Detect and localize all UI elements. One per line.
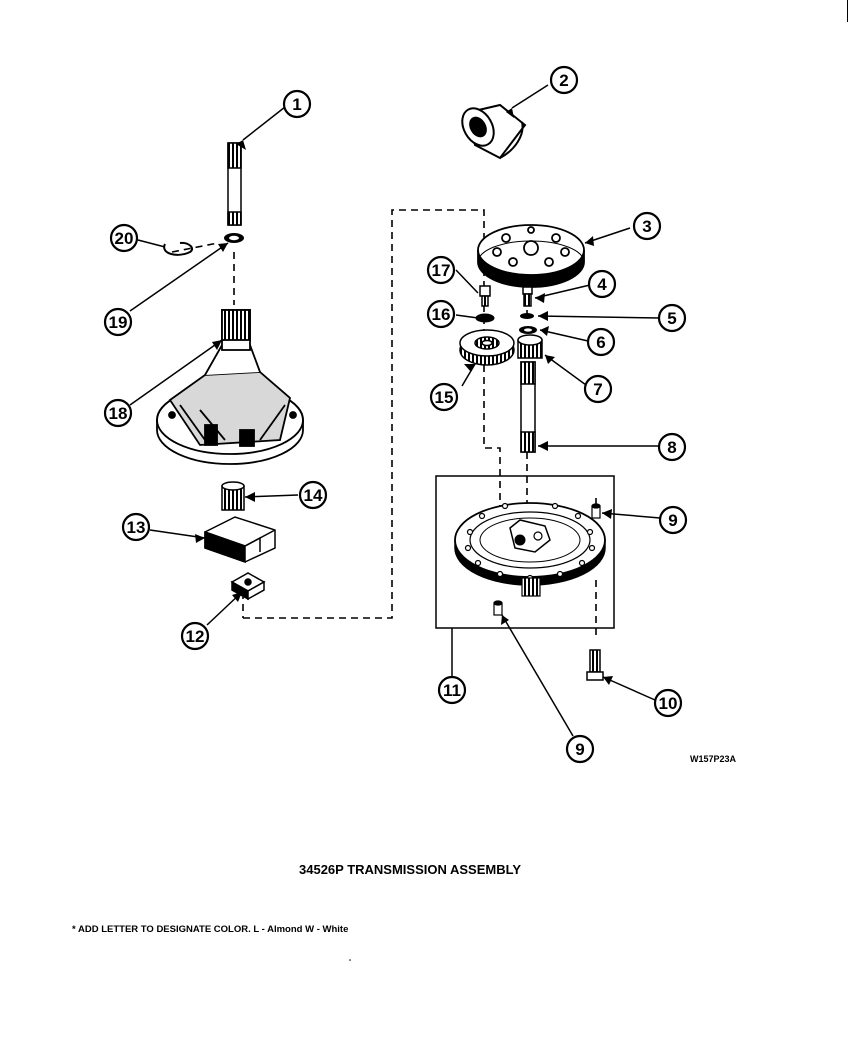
leader-arrowheads (195, 108, 613, 685)
callout-16: 16 (426, 299, 456, 329)
part-11-housing-cover (435, 475, 615, 629)
svg-text:17: 17 (432, 261, 451, 280)
callout-6: 6 (586, 327, 616, 357)
leader-lines (129, 84, 661, 737)
part-13-rack (204, 516, 276, 564)
part-3-pulley (477, 224, 585, 288)
diagram-code: W157P23A (690, 754, 737, 764)
svg-text:5: 5 (667, 309, 676, 328)
page-title: 34526P TRANSMISSION ASSEMBLY (299, 862, 522, 877)
svg-text:18: 18 (109, 404, 128, 423)
part-9-pin-lower (493, 600, 503, 616)
part-4-screw (522, 286, 533, 307)
callout-8: 8 (657, 432, 687, 462)
callout-1: 1 (282, 89, 312, 119)
callout-2: 2 (549, 65, 579, 95)
svg-text:2: 2 (559, 71, 568, 90)
svg-text:13: 13 (127, 518, 146, 537)
part-5-washer (520, 313, 534, 319)
part-7-pinion-gear (517, 334, 543, 359)
svg-text:14: 14 (304, 486, 323, 505)
svg-text:3: 3 (642, 217, 651, 236)
part-8-pinion-shaft (520, 361, 536, 453)
callout-9-lower: 9 (565, 734, 595, 764)
svg-text:4: 4 (597, 275, 607, 294)
callout-7: 7 (583, 374, 613, 404)
callout-18: 18 (103, 398, 133, 428)
svg-text:16: 16 (432, 305, 451, 324)
svg-text:9: 9 (668, 511, 677, 530)
part-18-transmission-housing (156, 309, 304, 465)
svg-text:11: 11 (443, 681, 461, 700)
svg-text:8: 8 (667, 438, 676, 457)
svg-text:20: 20 (115, 229, 134, 248)
stray-dot (349, 959, 351, 961)
callout-14: 14 (298, 480, 328, 510)
part-16-washer (475, 313, 495, 323)
part-1-shaft (227, 142, 242, 226)
part-14-pinion (221, 481, 245, 511)
callout-3: 3 (632, 211, 662, 241)
callout-9-upper: 9 (658, 505, 688, 535)
part-15-gear (459, 329, 515, 366)
svg-text:7: 7 (593, 380, 602, 399)
callout-13: 13 (121, 512, 151, 542)
part-10-screw (586, 649, 604, 681)
part-12-block (230, 572, 266, 601)
callout-20: 20 (109, 223, 139, 253)
callout-15: 15 (429, 382, 459, 412)
callout-4: 4 (587, 269, 617, 299)
svg-text:10: 10 (659, 694, 678, 713)
callout-12: 12 (180, 621, 210, 651)
svg-text:15: 15 (435, 388, 454, 407)
part-20-retaining-ring (163, 241, 194, 256)
svg-text:12: 12 (186, 627, 205, 646)
part-19-washer (224, 233, 244, 243)
svg-text:19: 19 (109, 313, 128, 332)
callout-17: 17 (426, 255, 456, 285)
part-6-washer (519, 326, 537, 334)
part-17-screw (479, 285, 491, 307)
part-9-pin-upper (591, 503, 601, 519)
callout-11: 11 (437, 675, 467, 705)
footnote: * ADD LETTER TO DESIGNATE COLOR. L - Alm… (72, 924, 349, 935)
part-2-bushing (461, 103, 527, 160)
callout-10: 10 (653, 688, 683, 718)
callout-5: 5 (657, 303, 687, 333)
svg-text:1: 1 (292, 95, 301, 114)
svg-text:6: 6 (596, 333, 605, 352)
svg-text:9: 9 (575, 740, 584, 759)
callout-19: 19 (103, 307, 133, 337)
